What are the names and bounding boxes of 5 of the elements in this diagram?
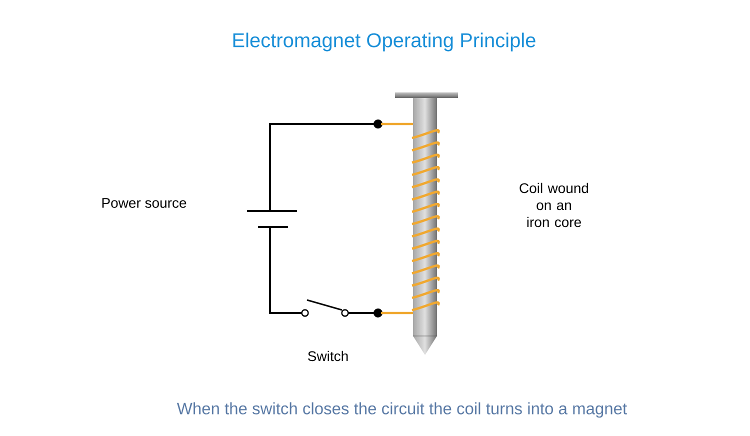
title: Electromagnet Operating Principle <box>233 32 536 52</box>
part-label: Coil wound on an iron core <box>520 182 588 228</box>
caption: When the switch closes the circuit the coil turns into a magnet <box>176 402 627 418</box>
part-label: Power source <box>102 198 186 208</box>
part-label: Switch <box>308 350 348 362</box>
